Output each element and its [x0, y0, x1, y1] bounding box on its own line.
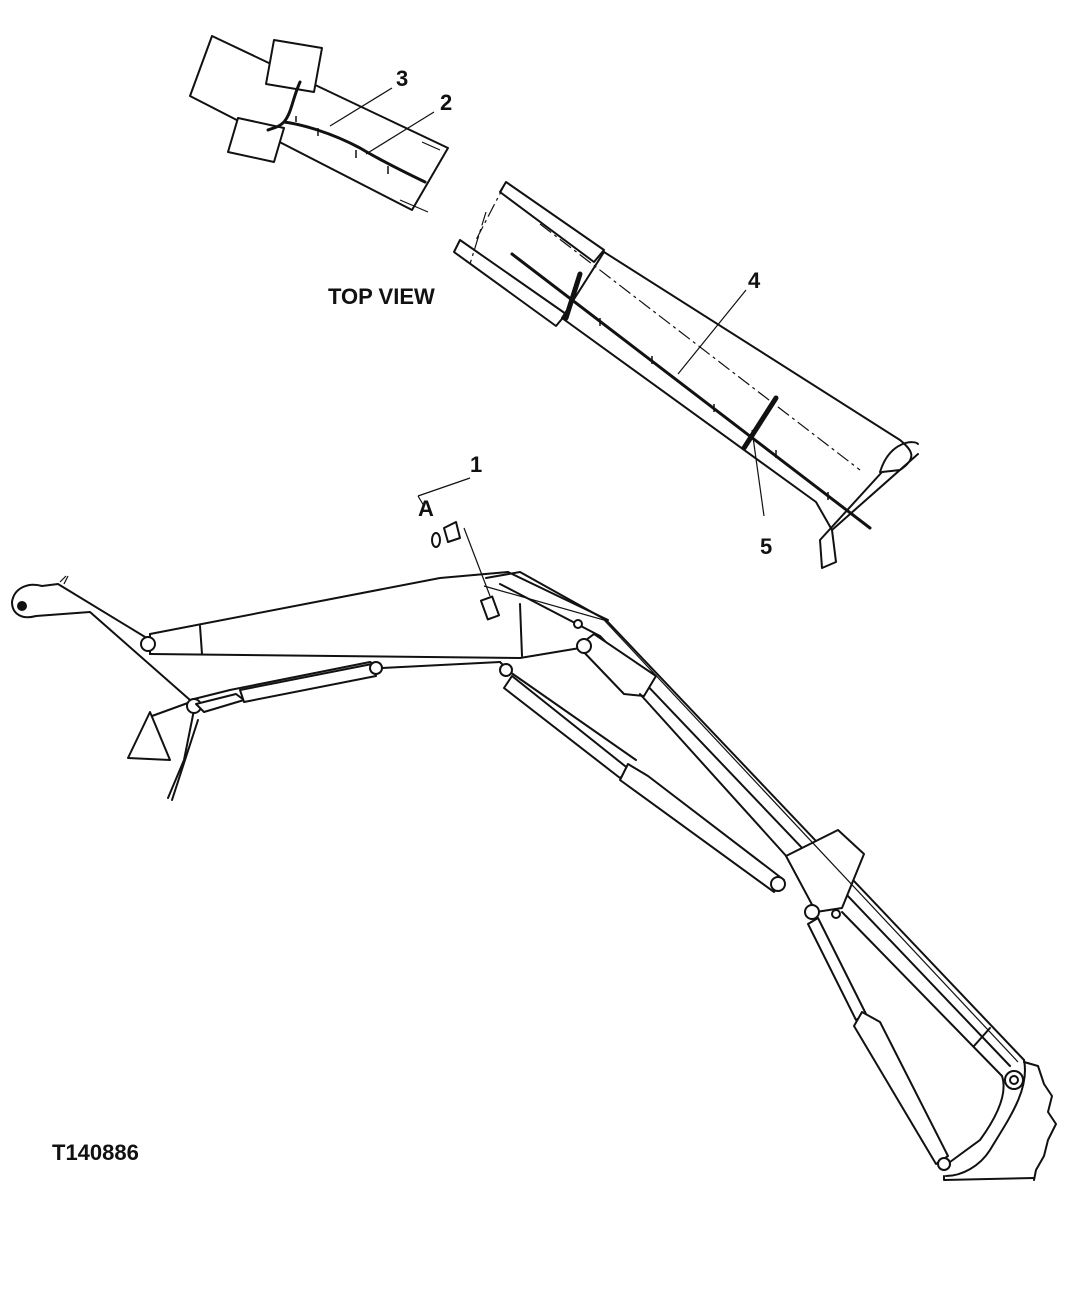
arm-cylinder: [503, 675, 786, 893]
callout-labels: 3 2 4 5 1 A TOP VIEW T140886: [52, 66, 772, 1165]
callout-2: 2: [440, 90, 452, 115]
view-title: TOP VIEW: [328, 284, 435, 309]
harness-clips-top: [295, 116, 389, 174]
callout-4: 4: [748, 268, 761, 293]
bucket-cylinder: [807, 917, 951, 1171]
harness-clips-arm: [599, 318, 829, 500]
callout-3: 3: [396, 66, 408, 91]
harness-connector-item-1: [417, 477, 501, 621]
boom-cylinder: [195, 661, 383, 713]
callout-5: 5: [760, 534, 772, 559]
callout-1: 1: [470, 452, 482, 477]
drawing-id: T140886: [52, 1140, 139, 1165]
top-detail-boom-section: [189, 35, 449, 213]
top-view-arm-section: [453, 181, 919, 569]
detail-label-a: A: [418, 496, 434, 521]
boom-arm-assembly: [11, 477, 1057, 1181]
